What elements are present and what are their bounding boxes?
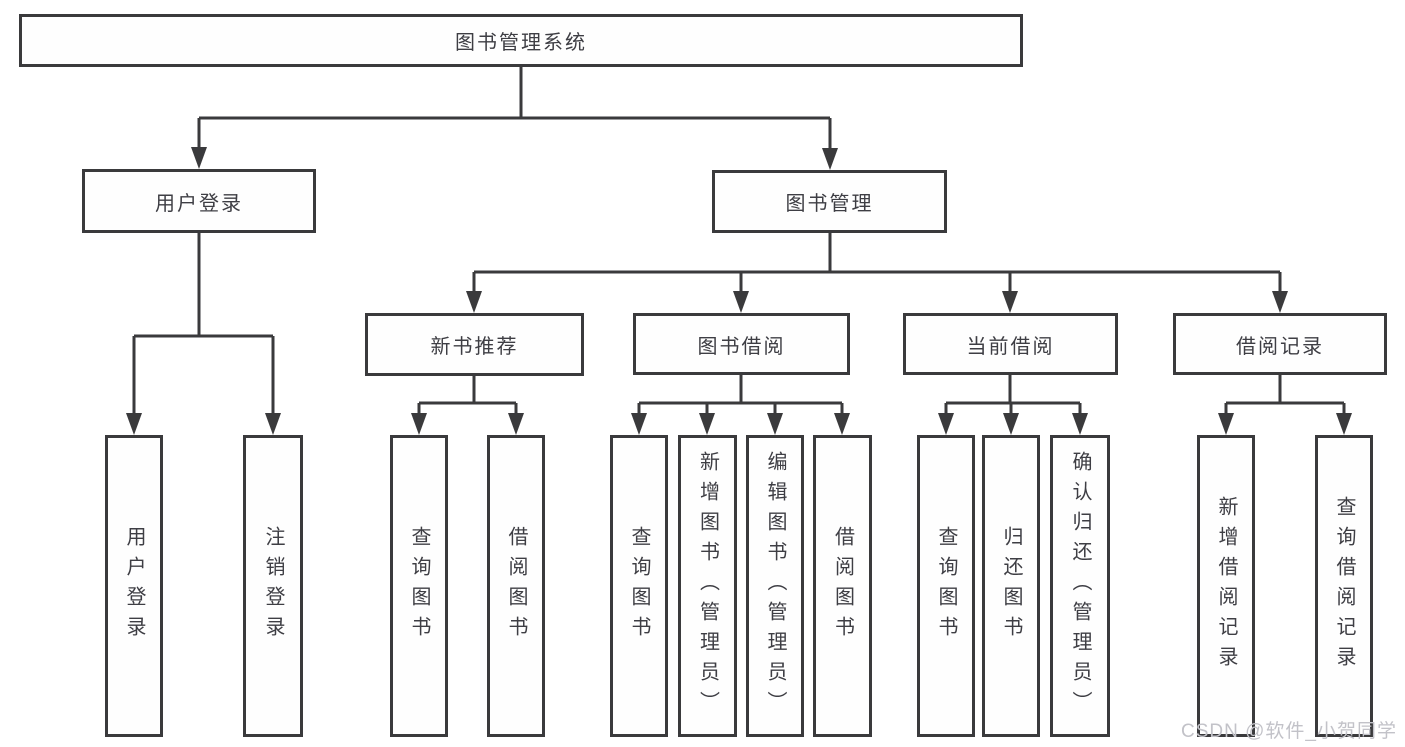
leaf-label: 确认归还（管理员） — [1069, 451, 1091, 721]
leaf-label: 查询借阅记录 — [1333, 496, 1355, 676]
node-borrowing-records: 借阅记录 — [1173, 313, 1387, 375]
leaf-confirm-return-admin: 确认归还（管理员） — [1050, 435, 1110, 737]
node-book-borrowing: 图书借阅 — [633, 313, 850, 375]
leaf-label: 新增图书（管理员） — [696, 451, 719, 721]
leaf-label: 借阅图书 — [831, 526, 854, 646]
leaf-add-borrow-record: 新增借阅记录 — [1197, 435, 1255, 737]
leaf-label: 归还图书 — [1000, 526, 1022, 646]
leaf-borrow-books: 借阅图书 — [813, 435, 872, 737]
leaf-add-books-admin: 新增图书（管理员） — [678, 435, 737, 737]
leaf-edit-books-admin: 编辑图书（管理员） — [746, 435, 804, 737]
leaf-label: 注销登录 — [262, 526, 284, 646]
leaf-label: 借阅图书 — [505, 526, 527, 646]
leaf-query-books-recommend: 查询图书 — [390, 435, 448, 737]
leaf-query-books-borrow: 查询图书 — [610, 435, 668, 737]
leaf-return-books: 归还图书 — [982, 435, 1040, 737]
arrowheads — [126, 147, 1352, 435]
node-book-management-branch: 图书管理 — [712, 170, 947, 233]
leaf-user-login: 用户登录 — [105, 435, 163, 737]
leaf-label: 查询图书 — [408, 526, 430, 646]
leaf-label: 新增借阅记录 — [1215, 496, 1237, 676]
node-new-book-recommendation: 新书推荐 — [365, 313, 584, 376]
leaf-label: 查询图书 — [935, 526, 957, 646]
leaf-query-books-current: 查询图书 — [917, 435, 975, 737]
node-user-login-branch: 用户登录 — [82, 169, 316, 233]
leaf-label: 用户登录 — [123, 526, 145, 646]
leaf-query-borrow-record: 查询借阅记录 — [1315, 435, 1373, 737]
node-current-borrowing: 当前借阅 — [903, 313, 1118, 375]
leaf-label: 查询图书 — [628, 526, 650, 646]
leaf-label: 编辑图书（管理员） — [764, 451, 786, 721]
leaf-logout: 注销登录 — [243, 435, 303, 737]
leaf-borrow-books-recommend: 借阅图书 — [487, 435, 545, 737]
node-root-system: 图书管理系统 — [19, 14, 1023, 67]
